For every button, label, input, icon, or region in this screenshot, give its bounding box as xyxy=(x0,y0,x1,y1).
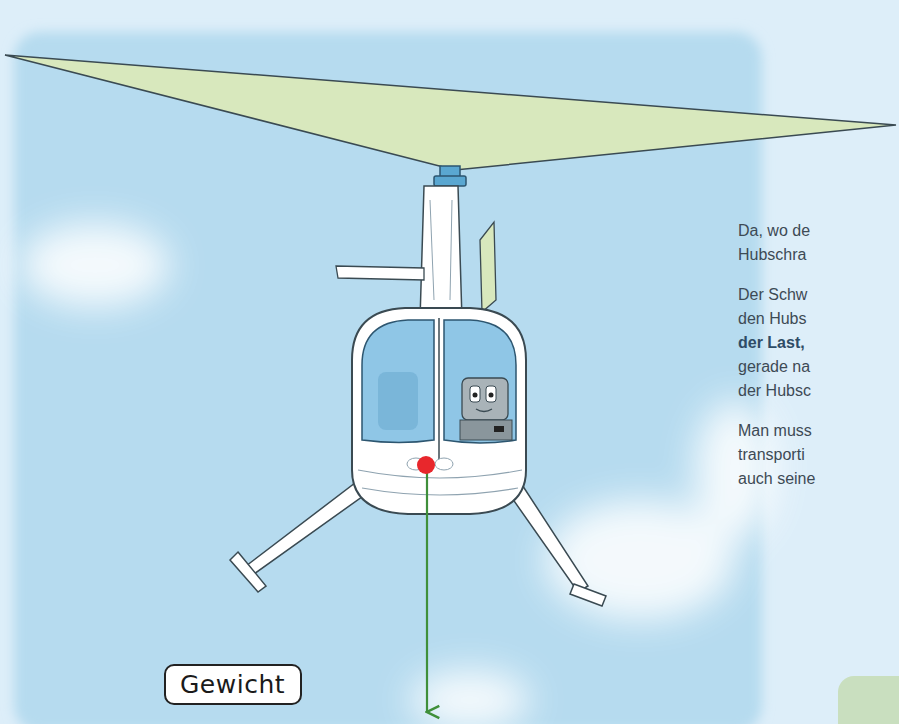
cabin xyxy=(352,308,526,514)
body-text: der Last, xyxy=(738,334,805,352)
stabilizer xyxy=(336,266,424,280)
rotor-blade xyxy=(5,55,896,170)
robot-pilot xyxy=(460,378,512,440)
body-text: Man muss xyxy=(738,422,812,440)
body-text: auch seine xyxy=(738,470,815,488)
body-text: Da, wo de xyxy=(738,222,810,240)
partial-panel xyxy=(838,676,899,724)
center-of-gravity xyxy=(417,456,435,474)
force-label: Gewicht xyxy=(180,670,286,699)
clouds xyxy=(20,223,775,724)
body-text: der Hubsc xyxy=(738,382,811,400)
body-text: transporti xyxy=(738,446,805,464)
body-text: gerade na xyxy=(738,358,810,376)
body-text: Der Schw xyxy=(738,286,807,304)
body-text: den Hubs xyxy=(738,310,807,328)
body-text: Hubschra xyxy=(738,246,806,264)
tail-fin xyxy=(480,222,496,312)
tail-boom xyxy=(420,186,462,320)
weight-arrow xyxy=(426,468,428,712)
label-box: Gewicht xyxy=(164,664,302,705)
